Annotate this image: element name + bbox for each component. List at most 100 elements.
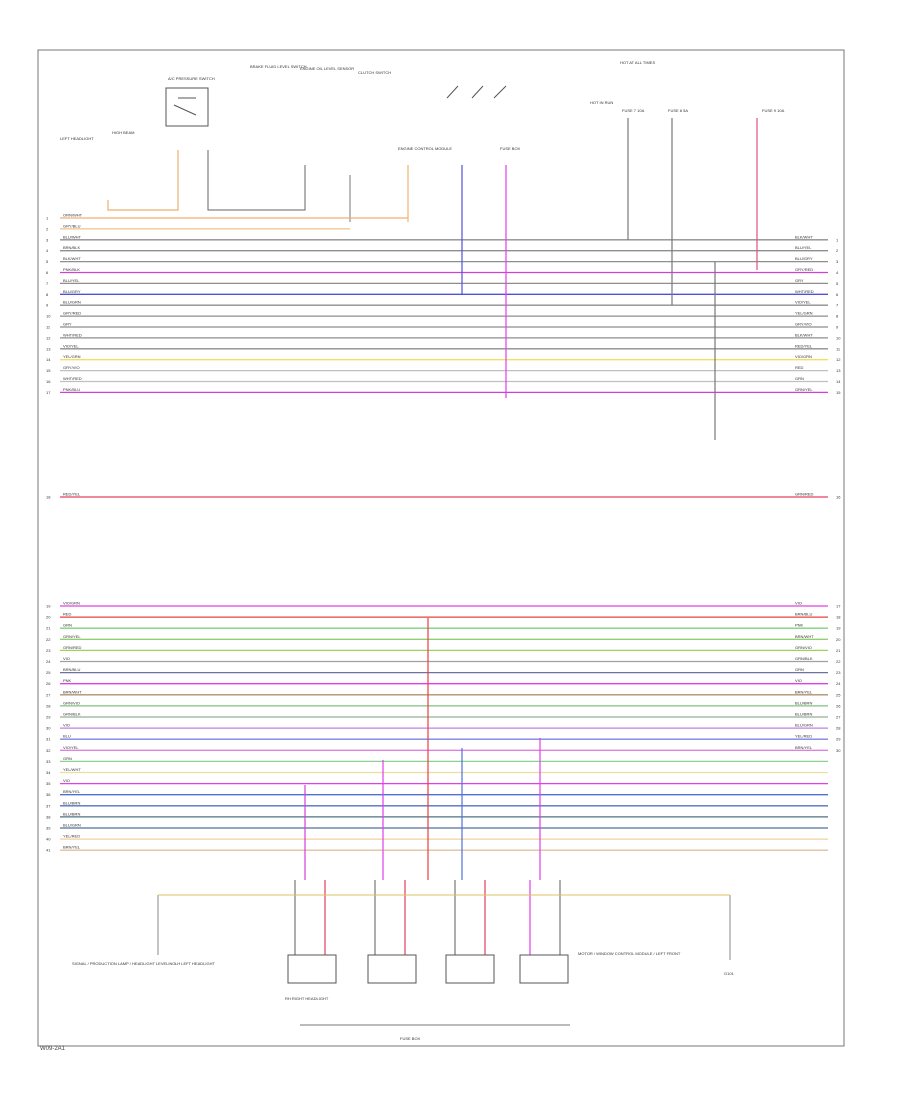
right-pin-number: 13 [836, 368, 841, 373]
wire-label-left: GRN/BLK [63, 712, 81, 717]
left-pin-number: 13 [46, 346, 51, 351]
right-pin-number: 29 [836, 737, 841, 742]
left-pin-number: 24 [46, 659, 51, 664]
wire-label-left: BLU [63, 734, 71, 739]
wire-label-left: BLU/WHT [63, 234, 82, 239]
top-component-label: CLUTCH SWITCH [358, 70, 391, 75]
right-pin-number: 3 [836, 259, 839, 264]
left-pin-column: 1234567891011121314151617181920212223242… [46, 216, 51, 853]
left-pin-number: 20 [46, 615, 51, 620]
window-control-module [519, 954, 569, 984]
right-pin-number: 28 [836, 726, 841, 731]
top-labels: LEFT HEADLIGHT HIGH BEAM A/C PRESSURE SWIT… [60, 60, 785, 151]
right-pin-number: 6 [836, 292, 839, 297]
left-pin-number: 15 [46, 368, 51, 373]
wire-label-right: GRN [795, 376, 804, 381]
wire-label-left: YEL/WHT [63, 767, 81, 772]
wire-label-right: GRN/VIO [795, 645, 812, 650]
right-pin-number: 8 [836, 314, 839, 319]
top-component-label: FUSE 9 10A [762, 108, 785, 113]
wire-label-right: BRN/WHT [795, 634, 814, 639]
right-pin-number: 20 [836, 637, 841, 642]
left-pin-number: 38 [46, 814, 51, 819]
diagram-frame [37, 49, 845, 1047]
wire-label-right: YEL/RED [795, 734, 812, 739]
left-pin-number: 33 [46, 759, 51, 764]
right-pin-number: 18 [836, 615, 841, 620]
left-pin-number: 37 [46, 803, 51, 808]
right-pin-number: 4 [836, 270, 839, 275]
left-pin-number: 4 [46, 248, 49, 253]
top-component-label: BRAKE FLUID LEVEL SWITCH [250, 64, 307, 69]
wire-label-left: GRY/BLU [63, 223, 81, 228]
wire-label-left: GRY/VIO [63, 365, 80, 370]
left-pin-number: 28 [46, 703, 51, 708]
top-component-label: FUSE 8 5A [668, 108, 688, 113]
right-pin-column: 1234567891011121314151617181920212223242… [836, 237, 841, 752]
left-pin-number: 40 [46, 837, 51, 842]
bottom-component-label: RH RIGHT HEADLIGHT [285, 996, 329, 1001]
left-pin-number: 18 [46, 495, 51, 500]
bottom-component-label: FUSE BOX [400, 1036, 421, 1041]
wire-label-right: VIO [795, 678, 802, 683]
wire-label-left: BLU/GRN [63, 300, 81, 305]
wire-label-right: VIO [795, 601, 802, 606]
bottom-component-label: G101 [724, 971, 735, 976]
left-pin-number: 2 [46, 226, 49, 231]
wire-label-right: BRN/YEL [795, 745, 813, 750]
wire-label-left: GRY/RED [63, 311, 81, 316]
wire-label-left: RED/YEL [63, 492, 81, 497]
left-pin-number: 17 [46, 390, 51, 395]
wire-label-right: GRY [795, 278, 804, 283]
wire-label-left: VIO/GRN [63, 601, 80, 606]
wire-label-left: VIO/YEL [63, 343, 79, 348]
left-pin-number: 32 [46, 748, 51, 753]
wire-label-left: GRY [63, 322, 72, 327]
bottom-component-label: LH LEFT HEADLIGHT [175, 961, 215, 966]
top-component-label: LEFT HEADLIGHT [60, 136, 94, 141]
wire-label-left: BRN/WHT [63, 689, 82, 694]
left-pin-number: 39 [46, 826, 51, 831]
left-pin-number: 29 [46, 715, 51, 720]
wire-label-left: PNK/BLU [63, 387, 80, 392]
top-component-label: HIGH BEAM [112, 130, 134, 135]
switch-symbol [446, 85, 507, 99]
wire-label-right: BLK/WHT [795, 234, 813, 239]
left-pin-number: 11 [46, 325, 51, 330]
left-pin-number: 5 [46, 259, 49, 264]
right-pin-number: 11 [836, 346, 841, 351]
top-component-label: HOT AT ALL TIMES [620, 60, 655, 65]
left-wire-labels: ORN/WHTGRY/BLUBLU/WHTBRN/BLKBLK/WHTPNK/B… [63, 213, 83, 850]
wire-label-left: PNK/BLK [63, 267, 80, 272]
wire-label-left: VIO/YEL [63, 745, 79, 750]
top-component-label: FUSE BOX [500, 146, 521, 151]
wire-label-left: GRN [63, 623, 72, 628]
wire-label-left: YEL/GRN [63, 354, 81, 359]
left-pin-number: 41 [46, 848, 51, 853]
top-component-label: ENGINE OIL LEVEL SENSOR [300, 66, 354, 71]
wire-label-right: VIO/GRN [795, 354, 812, 359]
wire-label-right: GRN/YEL [795, 387, 813, 392]
left-pin-number: 16 [46, 379, 51, 384]
wire-label-left: GRN [63, 756, 72, 761]
wire-label-left: WHT/RED [63, 332, 82, 337]
headlight-module-center-right [445, 954, 495, 984]
right-pin-number: 17 [836, 604, 841, 609]
top-component-label: A/C PRESSURE SWITCH [168, 76, 215, 81]
wire-label-left: BRN/BLU [63, 667, 80, 672]
wire-label-left: RED [63, 612, 72, 617]
ac-pressure-switch-box [165, 87, 209, 127]
left-pin-number: 19 [46, 604, 51, 609]
right-pin-number: 19 [836, 626, 841, 631]
right-pin-number: 10 [836, 335, 841, 340]
left-pin-number: 3 [46, 237, 49, 242]
bottom-labels: SIGNAL / PRODUCTION LAMP / HEADLIGHT LEV… [72, 951, 735, 1041]
right-pin-number: 7 [836, 303, 839, 308]
wire-label-right: RED [795, 365, 804, 370]
right-pin-number: 2 [836, 248, 839, 253]
wire-label-left: VIO [63, 778, 70, 783]
headlight-module-center-left [367, 954, 417, 984]
wire-label-left: ORN/WHT [63, 213, 83, 218]
left-pin-number: 26 [46, 681, 51, 686]
wire-label-right: BLK/WHT [795, 332, 813, 337]
